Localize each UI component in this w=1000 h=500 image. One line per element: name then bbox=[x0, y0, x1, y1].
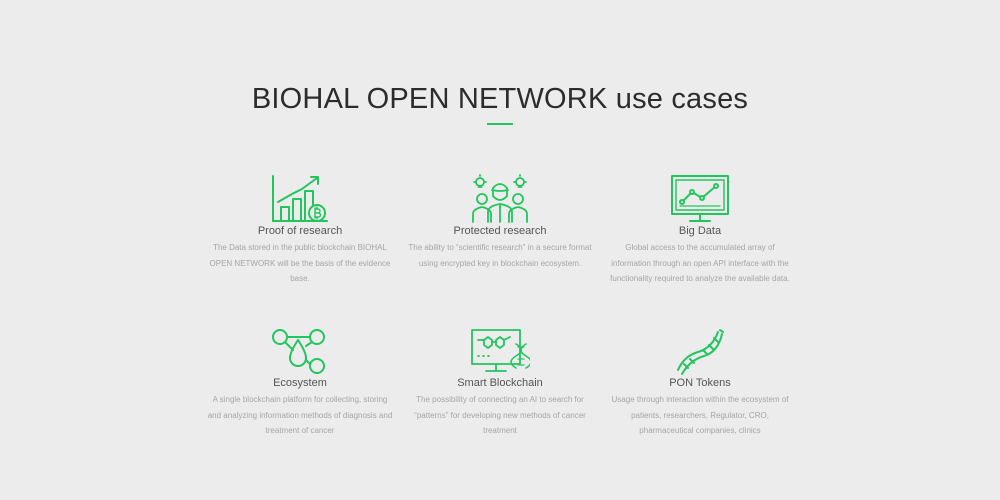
card-proof-of-research: Proof of research The Data stored in the… bbox=[200, 162, 400, 287]
card-smart-blockchain: Smart Blockchain The possibility of conn… bbox=[400, 314, 600, 439]
network-nodes-icon bbox=[272, 329, 325, 374]
card-title: PON Tokens bbox=[669, 377, 731, 389]
monitor-chart-icon bbox=[671, 175, 729, 222]
monitor-molecule-dna-icon bbox=[471, 329, 530, 372]
card-title: Ecosystem bbox=[273, 377, 327, 389]
card-title: Protected research bbox=[453, 225, 547, 237]
card-description: A single blockchain platform for collect… bbox=[207, 395, 393, 435]
card-description: The Data stored in the public blockchain… bbox=[209, 243, 391, 283]
page-title: BIOHAL OPEN NETWORK use cases bbox=[251, 83, 749, 115]
growth-chart-bitcoin-icon bbox=[272, 175, 328, 222]
card-pon-tokens: PON Tokens Usage through interaction wit… bbox=[600, 314, 800, 439]
card-protected-research: Protected research The ability to “scien… bbox=[400, 162, 600, 271]
card-description: Usage through interaction within the eco… bbox=[611, 395, 789, 435]
card-description: The ability to “scientific research” in … bbox=[408, 243, 592, 268]
card-title: Big Data bbox=[678, 225, 722, 237]
card-title: Smart Blockchain bbox=[457, 377, 543, 389]
card-description: The possibility of connecting an AI to s… bbox=[414, 395, 586, 435]
title-underline bbox=[487, 123, 513, 125]
researchers-group-icon bbox=[472, 174, 528, 223]
card-ecosystem: Ecosystem A single blockchain platform f… bbox=[200, 314, 400, 439]
card-big-data: Big Data Global access to the accumulate… bbox=[600, 162, 800, 287]
card-description: Global access to the accumulated array o… bbox=[610, 243, 790, 283]
card-title: Proof of research bbox=[257, 225, 343, 237]
dna-helix-icon bbox=[677, 329, 724, 375]
